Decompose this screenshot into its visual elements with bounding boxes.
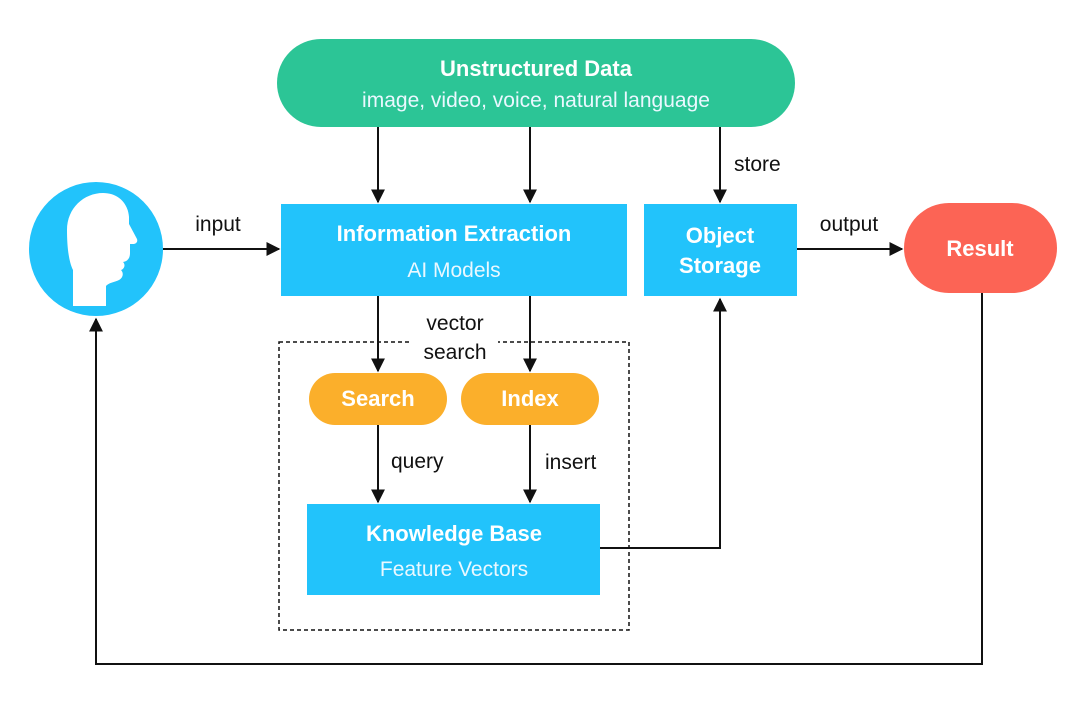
node-object-storage: Object Storage: [644, 204, 797, 296]
object-storage-shape: [644, 204, 797, 296]
edge-label-store: store: [734, 153, 781, 176]
edge-label-output: output: [820, 213, 879, 236]
node-user: [29, 182, 163, 316]
node-search: Search: [309, 373, 447, 425]
edge-result-to-user: [89, 292, 983, 665]
edge-label-search: search: [423, 341, 486, 364]
edge-label-vector: vector: [426, 312, 483, 335]
node-information-extraction: Information Extraction AI Models: [281, 204, 627, 296]
node-knowledge-base: Knowledge Base Feature Vectors: [307, 504, 600, 595]
index-title: Index: [501, 386, 559, 411]
information-extraction-subtitle: AI Models: [407, 259, 500, 282]
human-head-icon: [67, 193, 138, 306]
node-result: Result: [904, 203, 1057, 293]
unstructured-data-shape: [277, 39, 795, 127]
edge-kb-to-storage: [600, 297, 727, 549]
object-storage-title-line2: Storage: [679, 253, 761, 278]
search-shape: [309, 373, 447, 425]
node-index: Index: [461, 373, 599, 425]
search-title: Search: [341, 386, 414, 411]
edge-label-input: input: [195, 213, 241, 236]
node-unstructured-data: Unstructured Data image, video, voice, n…: [277, 39, 795, 127]
vector-search-label-mask: [410, 336, 498, 350]
result-shape: [904, 203, 1057, 293]
unstructured-data-subtitle: image, video, voice, natural language: [362, 89, 710, 112]
index-shape: [461, 373, 599, 425]
edge-label-query: query: [391, 450, 444, 473]
result-title: Result: [946, 236, 1014, 261]
information-extraction-shape: [281, 204, 627, 296]
knowledge-base-title: Knowledge Base: [366, 521, 542, 546]
information-extraction-title: Information Extraction: [337, 221, 572, 246]
knowledge-base-shape: [307, 504, 600, 595]
object-storage-title-line1: Object: [686, 223, 755, 248]
unstructured-data-title: Unstructured Data: [440, 56, 633, 81]
knowledge-base-subtitle: Feature Vectors: [380, 558, 528, 581]
edge-label-insert: insert: [545, 451, 597, 474]
